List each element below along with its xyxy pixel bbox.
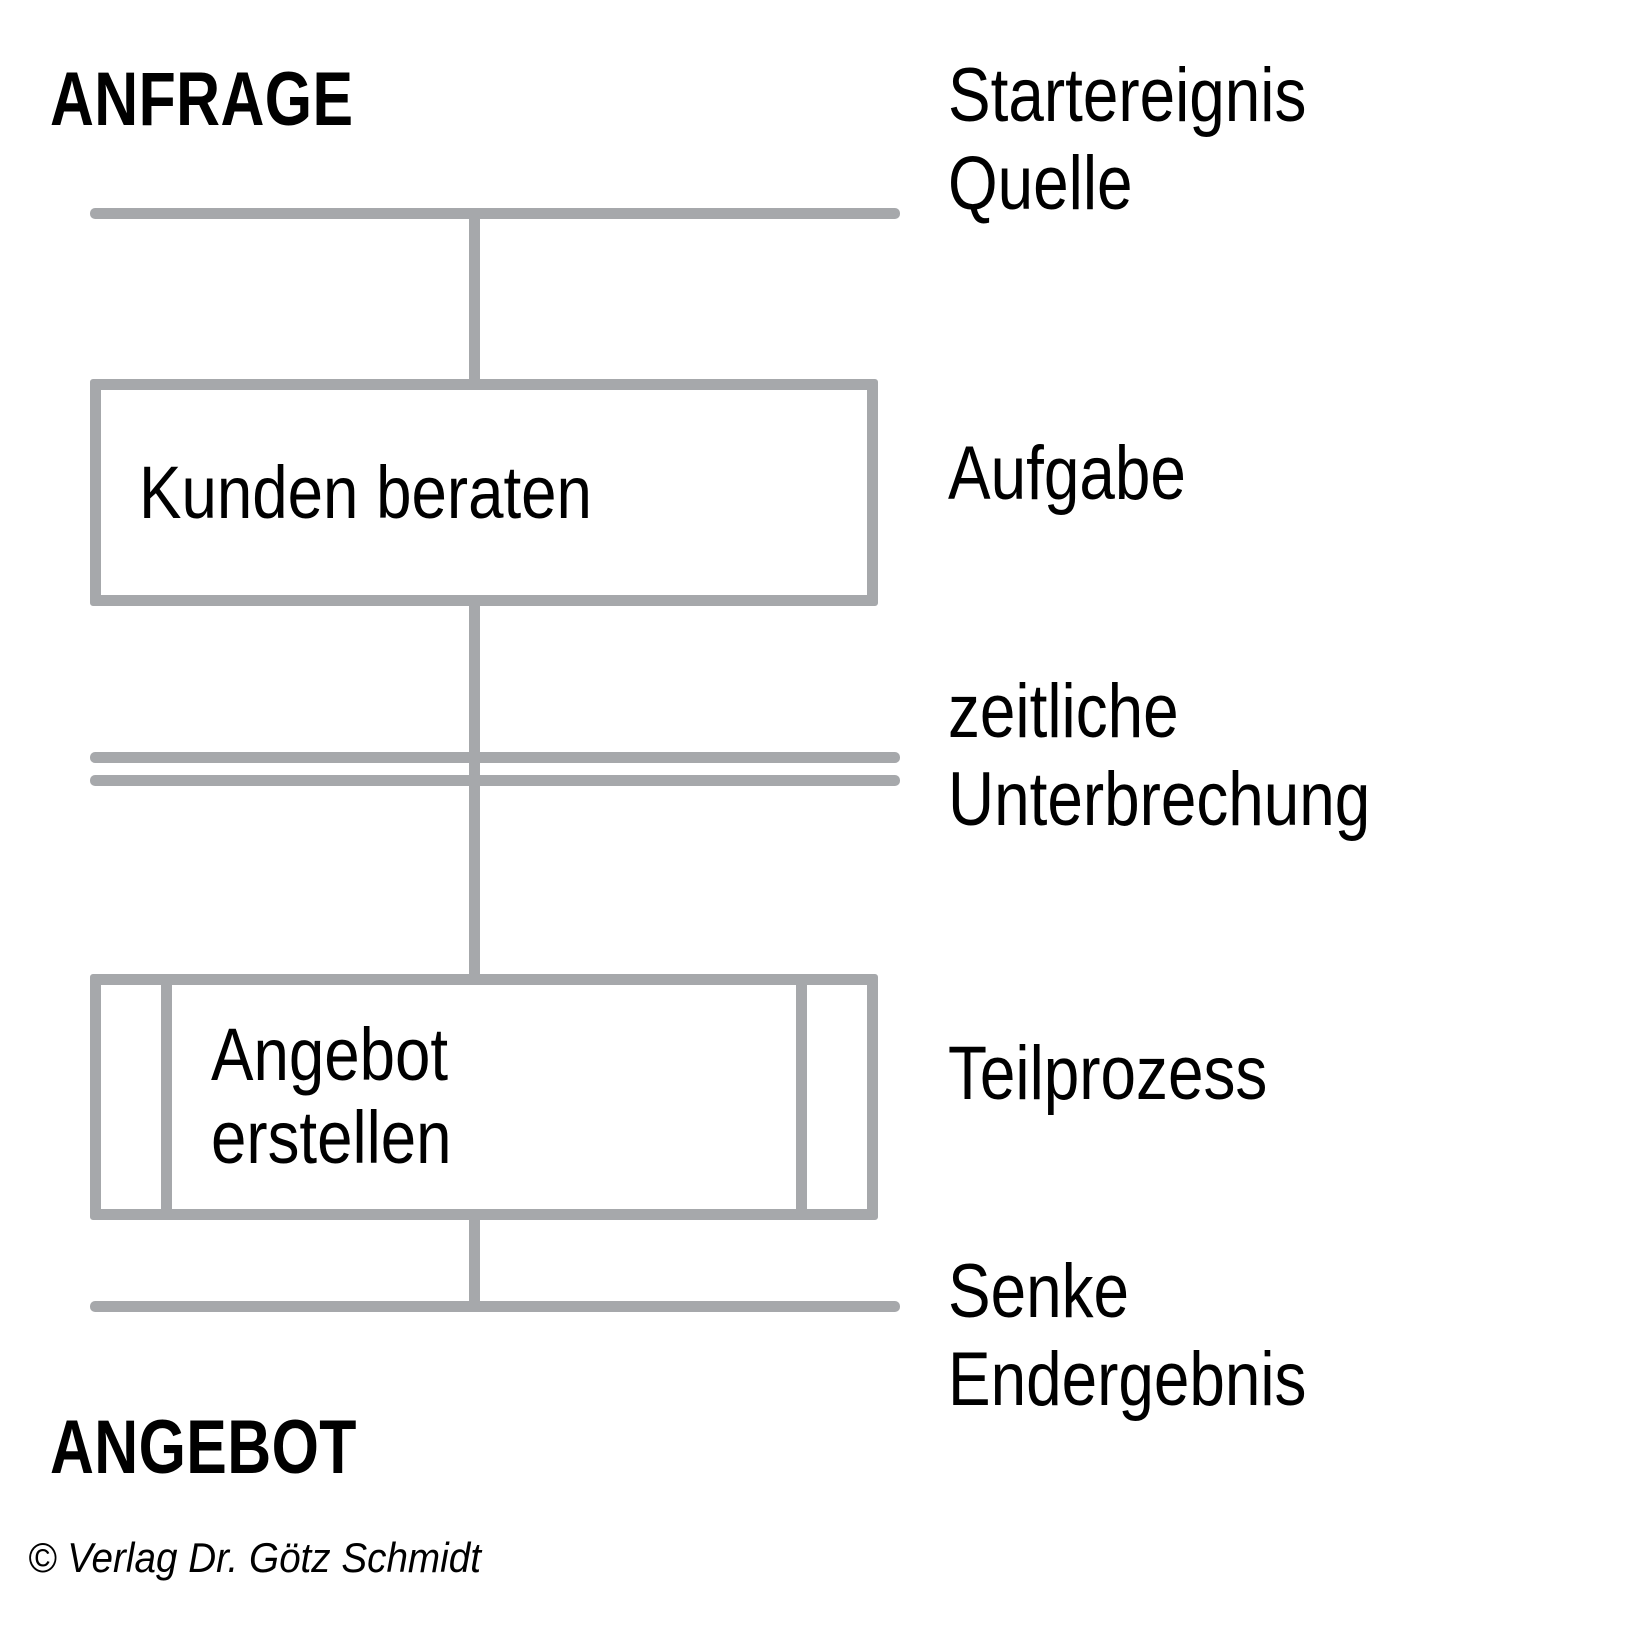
connector-task-to-interruption: [469, 606, 480, 781]
legend-start-event: Startereignis Quelle: [948, 52, 1536, 228]
task-node-label: Kunden beraten: [139, 450, 592, 534]
legend-start-event-line-2: Quelle: [948, 141, 1133, 227]
subprocess-label-line-1: Angebot: [211, 1013, 449, 1097]
legend-subprocess: Teilprozess: [948, 1030, 1536, 1118]
sink-line: [90, 1301, 900, 1312]
connector-interruption-to-subprocess: [469, 775, 480, 990]
subprocess-node[interactable]: Angebot erstellen: [90, 974, 878, 1220]
legend-end-event-line-2: Endergebnis: [948, 1337, 1307, 1423]
subprocess-label-line-2: erstellen: [211, 1096, 452, 1179]
connector-subprocess-to-sink: [469, 1209, 480, 1309]
legend-start-event-line-1: Startereignis: [948, 53, 1307, 138]
legend-interruption-line-1: zeitliche: [948, 669, 1179, 754]
copyright-notice: © Verlag Dr. Götz Schmidt: [28, 1534, 481, 1581]
legend-task: Aufgabe: [948, 430, 1536, 518]
subprocess-left-gutter: [161, 985, 172, 1209]
connector-source-to-task: [469, 208, 480, 394]
start-event-label: ANFRAGE: [50, 57, 354, 142]
end-event-label: ANGEBOT: [50, 1405, 357, 1490]
legend-interruption: zeitliche Unterbrechung: [948, 668, 1536, 844]
legend-end-event: Senke Endergebnis: [948, 1248, 1536, 1424]
source-line: [90, 208, 900, 219]
interruption-line-upper: [90, 752, 900, 763]
interruption-line-lower: [90, 775, 900, 786]
legend-task-line-1: Aufgabe: [948, 431, 1186, 516]
subprocess-right-gutter: [796, 985, 807, 1209]
task-node[interactable]: Kunden beraten: [90, 379, 878, 606]
legend-subprocess-line-1: Teilprozess: [948, 1031, 1268, 1116]
legend-interruption-line-2: Unterbrechung: [948, 757, 1371, 843]
legend-end-event-line-1: Senke: [948, 1249, 1130, 1334]
subprocess-node-label: Angebot erstellen: [211, 1013, 452, 1180]
